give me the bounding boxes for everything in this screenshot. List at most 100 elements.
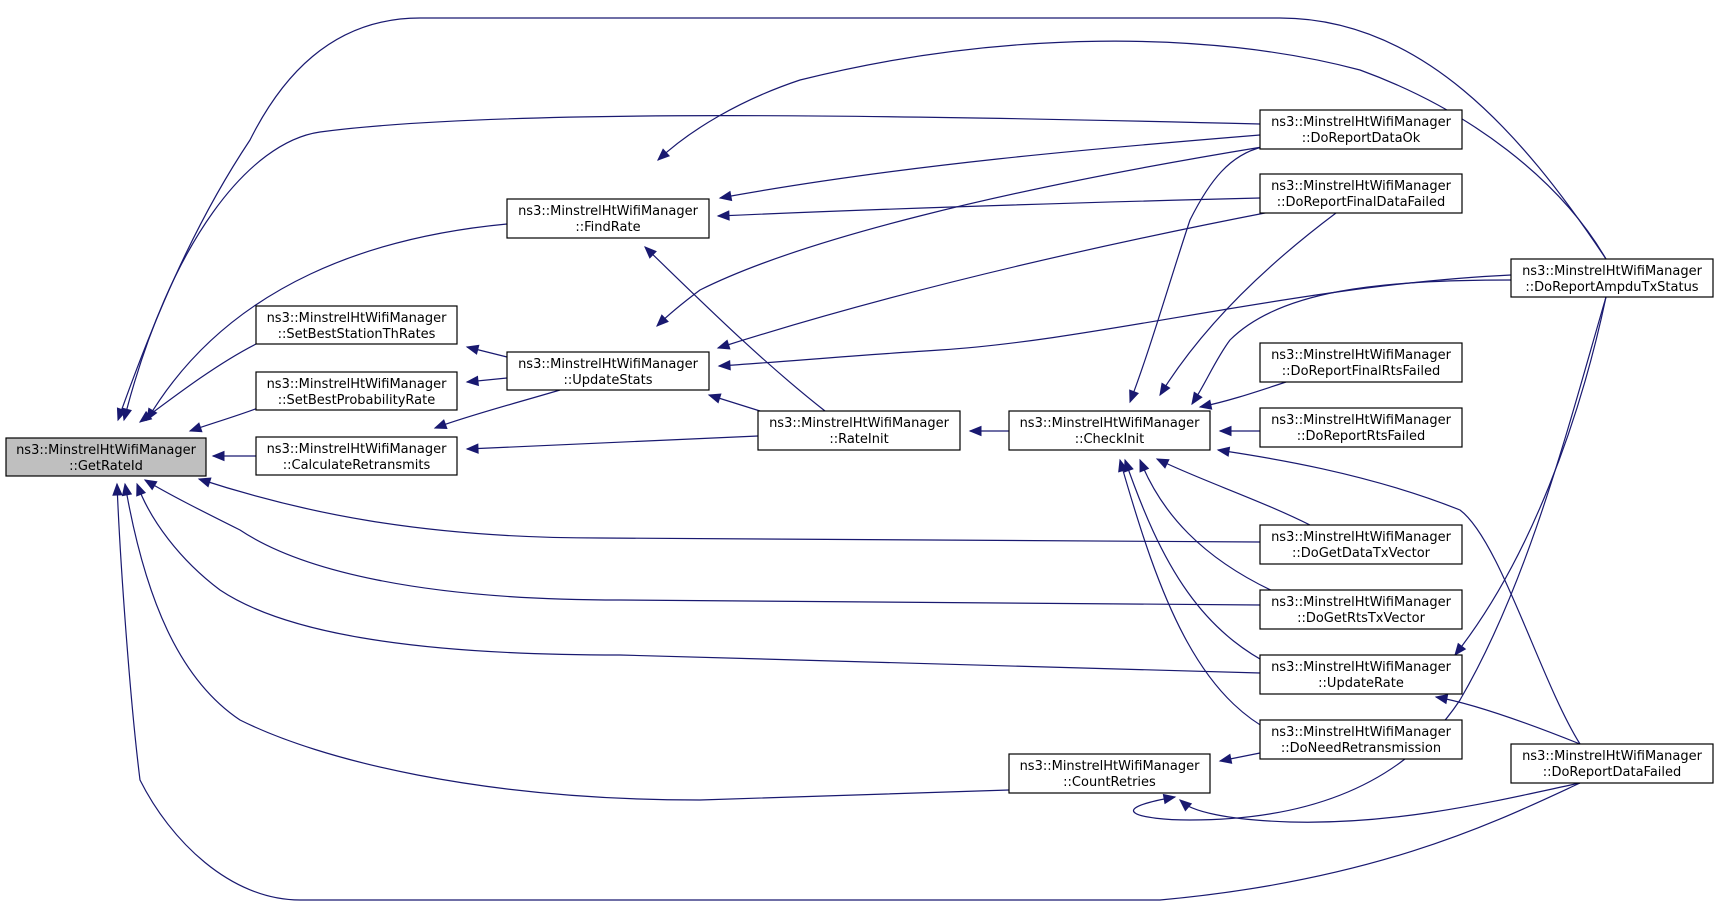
edge-doreportdatafailed-to-countretries-arrowhead [1179,799,1193,812]
node-doreportfinaldatafailed[interactable]: ns3::MinstrelHtWifiManager::DoReportFina… [1259,173,1463,214]
node-box-dogetrtstxvector [1259,589,1463,630]
node-calculateretransmits[interactable]: ns3::MinstrelHtWifiManager::CalculateRet… [255,436,458,476]
edge-dogetdatatxvector-to-getrateid [198,478,1261,543]
edge-doreportfinaldatafailed-to-updatestats-arrowhead [716,339,731,350]
edge-rateinit-to-updatestats-arrowhead [707,393,722,404]
node-setbestprobabilityrate[interactable]: ns3::MinstrelHtWifiManager::SetBestProba… [255,371,458,411]
node-doreportfinalrtsfailed[interactable]: ns3::MinstrelHtWifiManager::DoReportFina… [1259,342,1463,383]
edge-updatestats-to-calculateretransmits [434,389,561,429]
edge-findrate-to-getrateid [146,223,508,421]
node-dogetrtstxvector[interactable]: ns3::MinstrelHtWifiManager::DoGetRtsTxVe… [1259,589,1463,630]
node-method-label: ::DoGetDataTxVector [1292,546,1431,561]
node-class-label: ns3::MinstrelHtWifiManager [518,204,699,219]
node-method-label: ::FindRate [575,220,640,235]
node-method-label: ::CalculateRetransmits [283,458,431,473]
node-class-label: ns3::MinstrelHtWifiManager [1522,264,1703,279]
node-method-label: ::SetBestStationThRates [278,327,436,342]
node-method-label: ::GetRateId [69,459,143,474]
edge-doreportampdutxstatus-to-updaterate-arrowhead [1454,642,1467,657]
node-class-label: ns3::MinstrelHtWifiManager [1271,660,1452,675]
edge-doreportampdutxstatus-to-findrate-arrowhead [657,148,671,161]
edge-updatestats-to-setbeststationthrates-arrowhead [465,344,480,355]
node-checkinit[interactable]: ns3::MinstrelHtWifiManager::CheckInit [1008,410,1211,451]
node-updaterate[interactable]: ns3::MinstrelHtWifiManager::UpdateRate [1259,654,1463,695]
node-rateinit[interactable]: ns3::MinstrelHtWifiManager::RateInit [757,410,961,451]
edge-setbeststationthrates-to-getrateid [139,342,259,423]
node-class-label: ns3::MinstrelHtWifiManager [1271,115,1452,130]
node-doreportampdutxstatus[interactable]: ns3::MinstrelHtWifiManager::DoReportAmpd… [1510,258,1714,298]
node-method-label: ::SetBestProbabilityRate [278,393,435,408]
node-method-label: ::DoReportRtsFailed [1297,429,1425,444]
edge-doreportdatafailed-to-updaterate [1435,696,1581,745]
edge-doneedretransmission-to-countretries-arrowhead [1218,753,1233,764]
node-box-doreportfinaldatafailed [1259,173,1463,214]
node-method-label: ::DoReportFinalRtsFailed [1282,364,1440,379]
edge-doreportampdutxstatus-to-getrateid-arrowhead [116,407,127,422]
node-doreportdatafailed[interactable]: ns3::MinstrelHtWifiManager::DoReportData… [1510,743,1714,784]
edge-doreportfinaldatafailed-to-findrate-arrowhead [716,210,730,221]
node-method-label: ::DoReportAmpduTxStatus [1525,280,1698,295]
node-box-doreportampdutxstatus [1510,258,1714,298]
node-class-label: ns3::MinstrelHtWifiManager [267,377,448,392]
edge-doreportampdutxstatus-to-getrateid [117,17,1607,421]
edge-doreportdataok-to-updatestats [656,146,1263,327]
edge-countretries-to-getrateid [124,483,1010,801]
edge-doreportampdutxstatus-to-updatestats-arrowhead [717,360,731,371]
edges-layer [112,17,1607,901]
node-box-rateinit [757,410,961,451]
edge-doreportdataok-to-updatestats-arrowhead [656,314,669,327]
node-method-label: ::DoGetRtsTxVector [1297,611,1426,626]
node-getrateid[interactable]: ns3::MinstrelHtWifiManager::GetRateId [5,437,207,477]
edge-rateinit-to-calculateretransmits [466,435,759,450]
node-method-label: ::RateInit [829,432,888,447]
node-class-label: ns3::MinstrelHtWifiManager [1271,595,1452,610]
node-box-findrate [506,198,710,239]
node-box-doreportdataok [1259,109,1463,150]
edge-dogetdatatxvector-to-checkinit-arrowhead [1155,458,1170,469]
node-class-label: ns3::MinstrelHtWifiManager [1271,348,1452,363]
edge-doreportfinalrtsfailed-to-checkinit-arrowhead [1198,399,1213,410]
node-box-doreportdatafailed [1510,743,1714,784]
node-method-label: ::UpdateStats [563,373,652,388]
edge-doreportampdutxstatus-to-countretries-arrowhead [1162,793,1177,805]
node-doreportrtsfailed[interactable]: ns3::MinstrelHtWifiManager::DoReportRtsF… [1259,407,1463,448]
node-box-dogetdatatxvector [1259,524,1463,565]
node-class-label: ns3::MinstrelHtWifiManager [518,357,699,372]
edge-dogetrtstxvector-to-getrateid-arrowhead [143,479,158,491]
node-setbeststationthrates[interactable]: ns3::MinstrelHtWifiManager::SetBestStati… [255,305,458,345]
edge-calculateretransmits-to-getrateid-arrowhead [211,450,225,462]
edge-doreportdatafailed-to-getrateid [116,483,1581,901]
edge-doreportdataok-to-findrate-arrowhead [718,190,733,202]
node-class-label: ns3::MinstrelHtWifiManager [1020,416,1201,431]
edge-doreportfinaldatafailed-to-checkinit-arrowhead [1159,382,1171,397]
node-class-label: ns3::MinstrelHtWifiManager [1522,749,1703,764]
edge-doreportdataok-to-checkinit [1129,146,1263,403]
edge-doreportfinaldatafailed-to-findrate [717,197,1261,217]
edge-rateinit-to-calculateretransmits-arrowhead [465,443,479,454]
edge-doreportampdutxstatus-to-findrate [657,40,1607,260]
edge-dogetrtstxvector-to-getrateid [144,479,1261,606]
edge-dogetrtstxvector-to-checkinit [1139,459,1287,598]
edge-doreportdatafailed-to-getrateid-arrowhead [112,482,123,496]
node-box-updatestats [506,351,710,391]
node-countretries[interactable]: ns3::MinstrelHtWifiManager::CountRetries [1008,753,1211,794]
node-box-doneedretransmission [1259,719,1463,760]
edge-doreportampdutxstatus-to-updatestats [718,274,1512,367]
node-box-doreportrtsfailed [1259,407,1463,448]
node-class-label: ns3::MinstrelHtWifiManager [1271,179,1452,194]
node-doreportdataok[interactable]: ns3::MinstrelHtWifiManager::DoReportData… [1259,109,1463,150]
node-doneedretransmission[interactable]: ns3::MinstrelHtWifiManager::DoNeedRetran… [1259,719,1463,760]
node-box-updaterate [1259,654,1463,695]
node-dogetdatatxvector[interactable]: ns3::MinstrelHtWifiManager::DoGetDataTxV… [1259,524,1463,565]
node-class-label: ns3::MinstrelHtWifiManager [1020,759,1201,774]
node-updatestats[interactable]: ns3::MinstrelHtWifiManager::UpdateStats [506,351,710,391]
edge-updatestats-to-calculateretransmits-arrowhead [433,419,448,430]
node-findrate[interactable]: ns3::MinstrelHtWifiManager::FindRate [506,198,710,239]
edge-doreportdataok-to-checkinit-arrowhead [1129,389,1139,404]
edge-doreportfinaldatafailed-to-updatestats [717,211,1271,349]
node-class-label: ns3::MinstrelHtWifiManager [769,416,950,431]
edge-setbestprobabilityrate-to-getrateid-arrowhead [188,422,203,433]
node-class-label: ns3::MinstrelHtWifiManager [1271,530,1452,545]
edge-doreportdatafailed-to-checkinit-arrowhead [1216,446,1231,457]
